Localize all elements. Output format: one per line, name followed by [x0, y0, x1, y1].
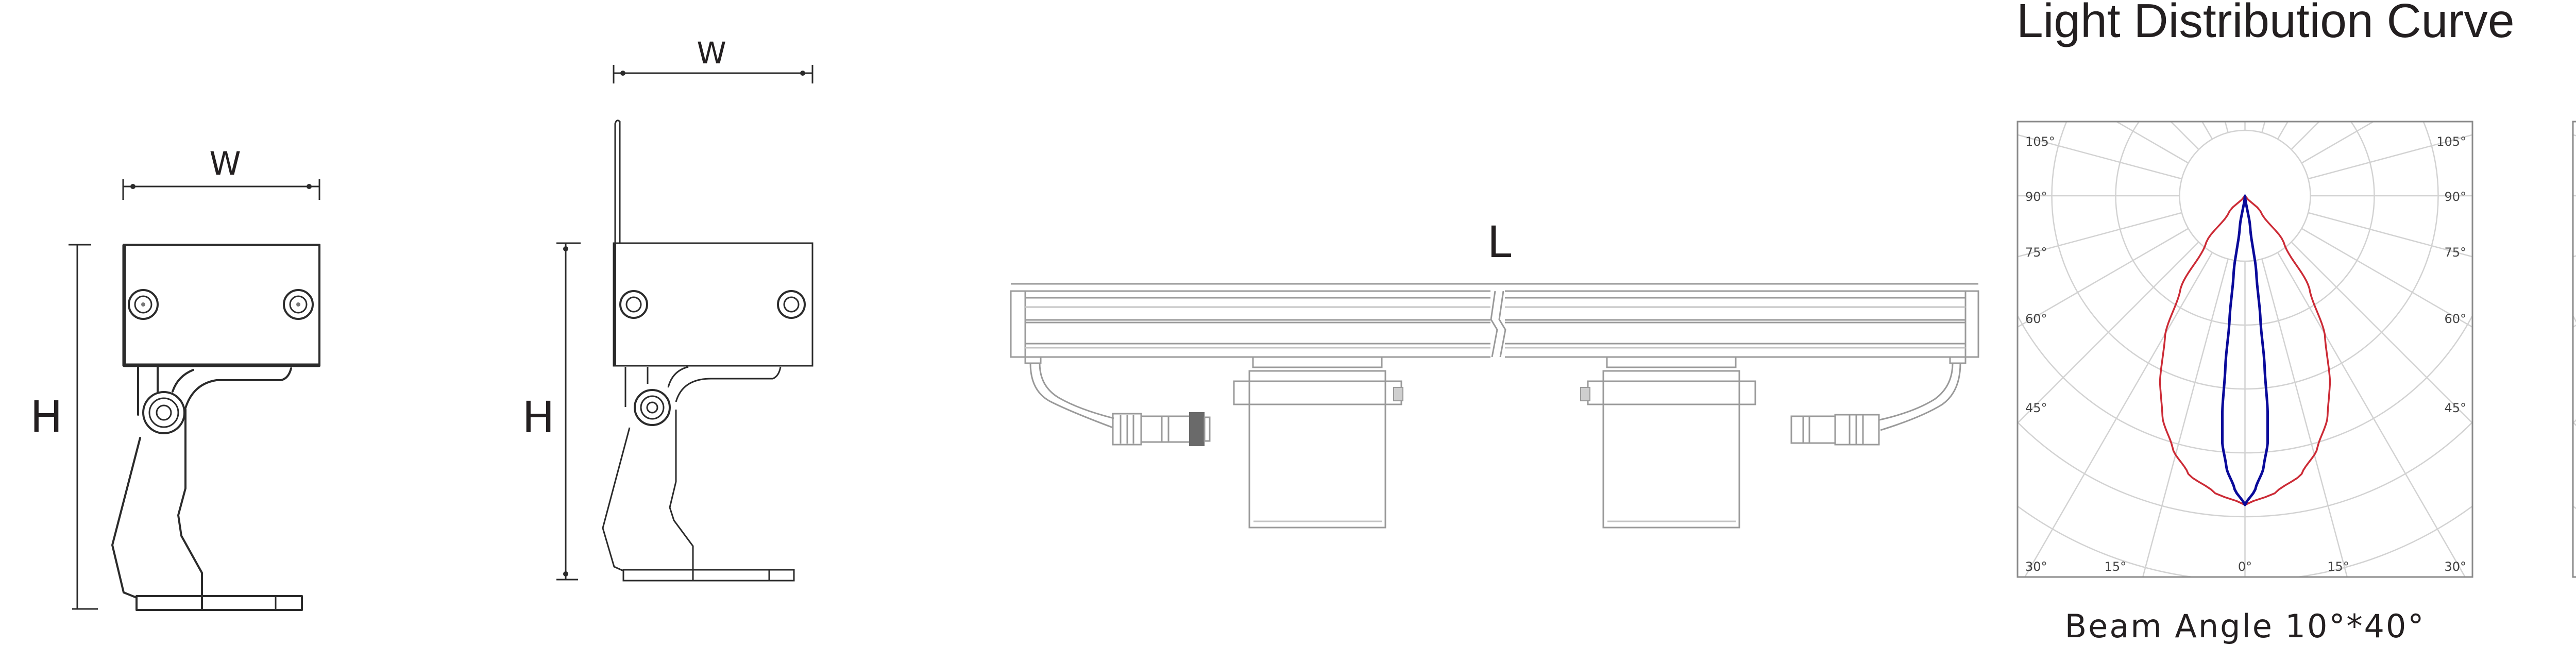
polar-chart-1: 105°90°75°60°45°30°105°90°75°60°45°30°30…: [2016, 121, 2473, 645]
chart-frame: [2572, 121, 2576, 578]
length-view-drawing: L: [1010, 217, 1979, 529]
side-height-dimension: H: [522, 242, 581, 581]
beam-angle-caption: Beam Angle 10°*40°: [2065, 607, 2426, 645]
angle-label: 60°: [2025, 312, 2047, 326]
housing-screw-icon: [777, 290, 806, 319]
angle-label: 15°: [2105, 559, 2127, 574]
distribution-curve-c90-c270: [2221, 194, 2269, 506]
angle-label: 75°: [2025, 245, 2047, 260]
front-width-dimension: W: [122, 145, 320, 200]
mounting-bracket-left: [1233, 356, 1403, 529]
section-title: Light Distribution Curve: [2016, 0, 2515, 47]
chart-frame: [2016, 121, 2473, 578]
polar-grid: [2532, 0, 2576, 645]
angle-label: 105°: [2025, 134, 2055, 149]
mounting-bracket-right: [1580, 356, 1756, 529]
angle-label: 90°: [2025, 190, 2047, 204]
side-housing: [613, 242, 814, 367]
polar-chart-3: 105°90°75°60°45°30°105°90°75°60°45°30°30…: [2532, 0, 2576, 645]
angle-label: 0°: [2238, 559, 2252, 574]
housing-screw-icon: [128, 289, 159, 320]
side-width-dimension: W: [613, 36, 814, 83]
angle-label: 90°: [2444, 190, 2466, 204]
polar-grid: [2573, 134, 2576, 510]
power-connector-right-icon: [1790, 356, 1967, 446]
angle-label: 105°: [2436, 134, 2466, 149]
front-height-label: H: [30, 392, 62, 442]
angle-label: 30°: [2444, 559, 2466, 574]
antenna: [614, 120, 621, 243]
angle-label: 30°: [2025, 559, 2047, 574]
side-height-label: H: [522, 392, 554, 443]
light-bar-body: [1010, 288, 1979, 360]
length-label: L: [1487, 217, 1512, 267]
pivot-knob-icon: [634, 389, 671, 426]
front-width-label: W: [209, 145, 241, 182]
mounting-bracket: [111, 365, 303, 611]
angle-label: 15°: [2327, 559, 2349, 574]
angle-label: 60°: [2444, 312, 2466, 326]
length-dimension: L: [1011, 217, 1978, 285]
mounting-bracket: [602, 366, 795, 582]
pivot-knob-icon: [142, 391, 185, 434]
power-connector-left-icon: [1024, 356, 1211, 446]
front-view-drawing: W H: [30, 145, 320, 611]
polar-chart-2: 105°90°75°60°45°30°105°90°75°60°45°30°30…: [2572, 121, 2576, 578]
angle-label: 30°: [2444, 559, 2466, 574]
housing-screw-icon: [619, 290, 648, 319]
angle-label: 30°: [2025, 559, 2047, 574]
side-width-label: W: [697, 36, 726, 71]
side-view-drawing: W H: [522, 36, 814, 582]
polar-grid: [2018, 122, 2472, 577]
housing-screw-icon: [283, 289, 314, 320]
angle-label: 75°: [2444, 245, 2466, 260]
front-height-dimension: H: [30, 244, 98, 610]
angle-label: 45°: [2025, 401, 2047, 415]
angle-label: 45°: [2444, 401, 2466, 415]
